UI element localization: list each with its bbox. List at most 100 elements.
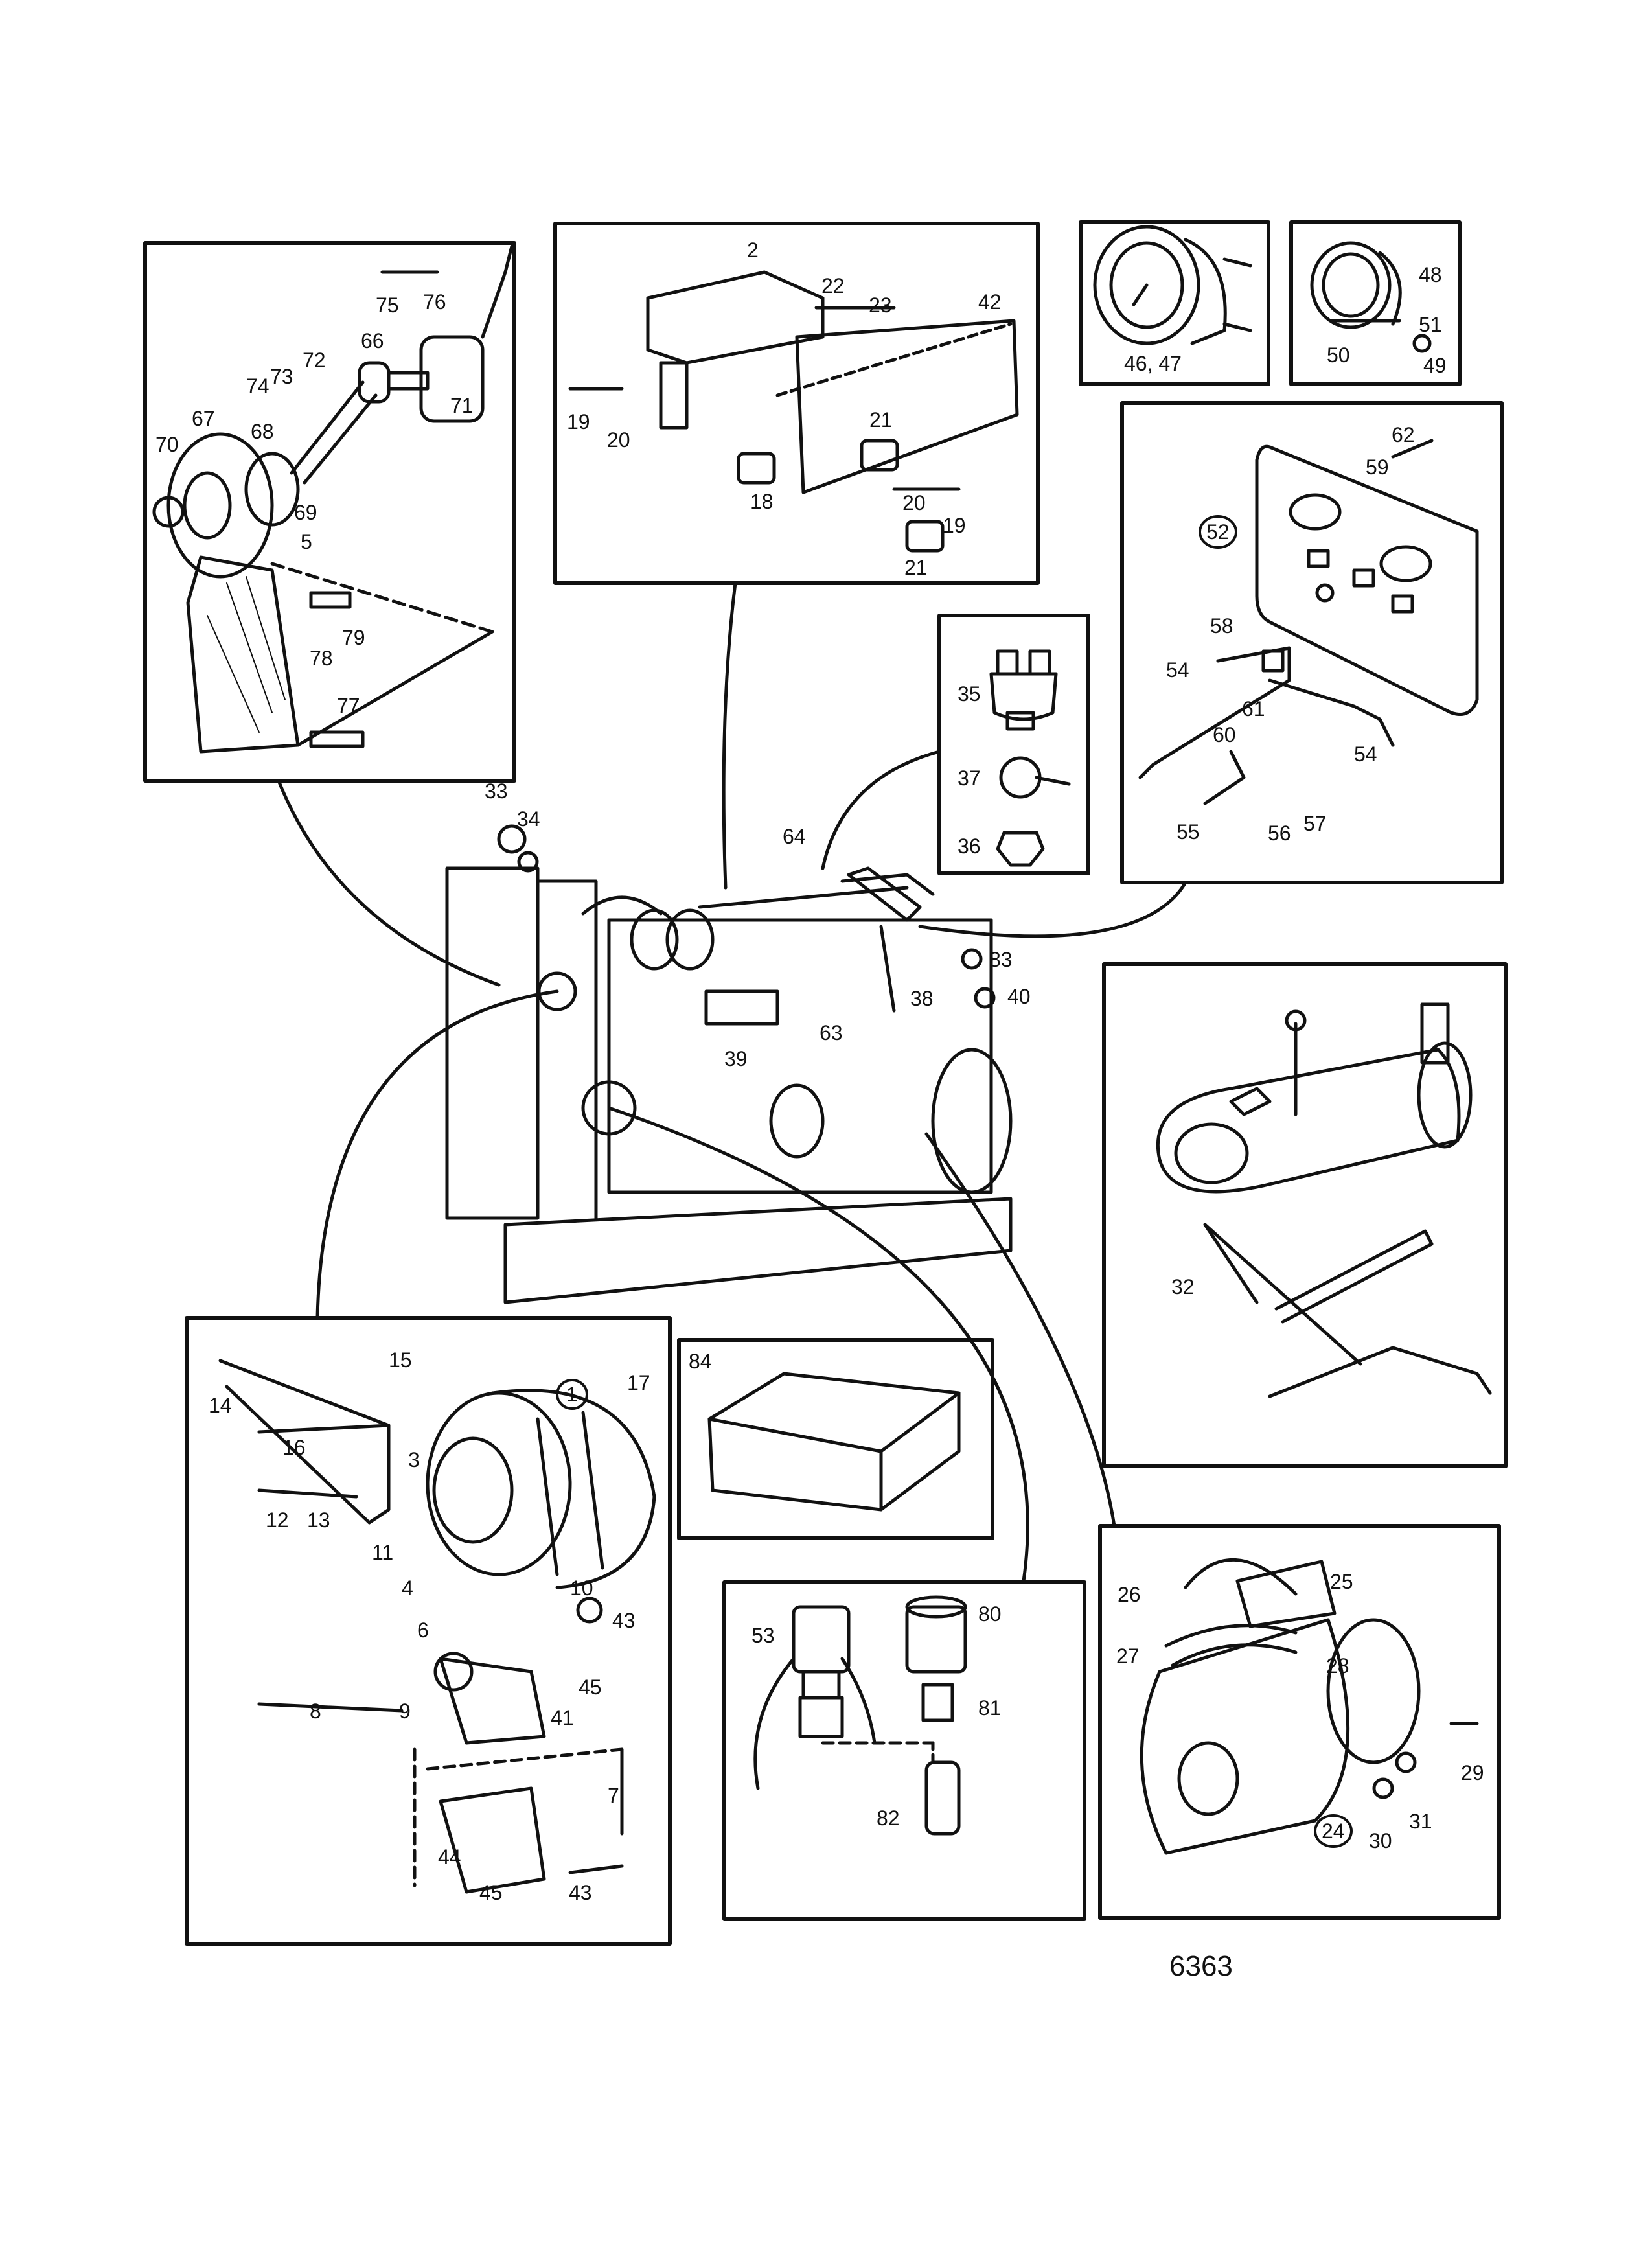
- part-label-circled: 1: [556, 1379, 588, 1410]
- part-label: 29: [1461, 1761, 1484, 1784]
- part-label: 62: [1392, 423, 1415, 446]
- part-label: 54: [1166, 658, 1189, 682]
- part-label: 82: [877, 1806, 900, 1830]
- part-label: 81: [978, 1696, 1002, 1720]
- part-label: 28: [1326, 1654, 1349, 1678]
- part-label: 77: [337, 694, 360, 717]
- part-label: 64: [783, 825, 806, 848]
- part-label: 55: [1176, 820, 1200, 844]
- small-gauge-drawing: [1310, 241, 1432, 353]
- part-label: 30: [1369, 1829, 1392, 1852]
- part-label: 20: [902, 491, 926, 514]
- fan-drive-panel-frame: [143, 241, 516, 783]
- part-label: 14: [209, 1394, 232, 1417]
- part-label: 78: [310, 647, 333, 670]
- filter-housing-panel-frame: [1098, 1524, 1501, 1920]
- part-label: 66: [361, 329, 384, 352]
- instrument-panel-drawing: [1138, 439, 1479, 805]
- part-label: 84: [689, 1350, 712, 1373]
- part-label: 56: [1268, 822, 1291, 845]
- part-label: 83: [989, 948, 1013, 971]
- part-label: 53: [751, 1624, 775, 1647]
- part-label: 13: [307, 1508, 330, 1532]
- part-label: 36: [958, 835, 981, 858]
- part-label: 63: [820, 1021, 843, 1044]
- tachometer-gauge-drawing: [1093, 225, 1252, 345]
- starter-motor-drawing: [1156, 1002, 1492, 1398]
- part-label: 45: [479, 1881, 503, 1904]
- alternator-panel-frame: [185, 1316, 672, 1946]
- part-label: 26: [1118, 1583, 1141, 1606]
- part-label: 11: [372, 1541, 394, 1564]
- part-label: 72: [303, 349, 326, 372]
- part-label: 50: [1327, 343, 1350, 367]
- part-label: 38: [910, 987, 934, 1010]
- mounting-plate-panel-frame: [553, 222, 1040, 585]
- part-label: 20: [607, 428, 630, 452]
- part-label: 23: [869, 294, 892, 317]
- gauge-panel-frame: [1079, 220, 1270, 386]
- part-label: 5: [301, 530, 312, 553]
- part-label: 19: [943, 514, 966, 537]
- part-label: 43: [612, 1609, 636, 1632]
- part-label: 33: [485, 779, 508, 803]
- part-label: 22: [821, 274, 845, 297]
- part-label: 12: [266, 1508, 289, 1532]
- part-label: 37: [958, 767, 981, 790]
- part-label: 71: [450, 394, 474, 417]
- tacho-sensor-panel-frame: [722, 1580, 1086, 1921]
- part-label: 48: [1419, 263, 1442, 286]
- part-label: 60: [1213, 723, 1236, 746]
- sender-detail-panel-frame: [937, 614, 1090, 875]
- part-label: 41: [551, 1706, 574, 1729]
- part-label: 21: [904, 556, 928, 579]
- part-label: 3: [408, 1448, 420, 1471]
- part-label: 75: [376, 294, 399, 317]
- part-label: 35: [958, 682, 981, 706]
- part-label: 61: [1242, 697, 1265, 721]
- part-label: 45: [579, 1676, 602, 1699]
- part-label: 46, 47: [1124, 352, 1182, 375]
- part-label: 57: [1303, 812, 1327, 835]
- small-gauge-panel-frame: [1289, 220, 1462, 386]
- part-label: 68: [251, 420, 274, 443]
- part-label: 59: [1366, 456, 1389, 479]
- part-label: 4: [402, 1576, 413, 1600]
- part-label: 9: [399, 1700, 411, 1723]
- leader-lines: [277, 581, 1187, 1583]
- tacho-sensor-drawing: [753, 1595, 967, 1836]
- part-label: 67: [192, 407, 215, 430]
- figure-reference-number: 6363: [1169, 1950, 1233, 1982]
- part-label-circled: 24: [1314, 1814, 1353, 1848]
- part-label: 54: [1354, 743, 1377, 766]
- part-label: 51: [1419, 313, 1442, 336]
- part-label: 80: [978, 1602, 1002, 1626]
- starter-motor-panel-frame: [1102, 962, 1508, 1468]
- part-label: 74: [246, 375, 270, 398]
- part-label: 39: [724, 1047, 748, 1070]
- part-label: 18: [750, 490, 774, 513]
- part-label: 31: [1409, 1810, 1432, 1833]
- part-label: 17: [627, 1371, 650, 1394]
- part-label: 27: [1116, 1644, 1140, 1668]
- part-label: 10: [570, 1576, 593, 1600]
- sender-drawing: [989, 649, 1071, 867]
- part-label: 16: [282, 1436, 306, 1459]
- part-label: 42: [978, 290, 1002, 314]
- part-label: 2: [747, 238, 759, 262]
- part-label: 21: [869, 408, 893, 432]
- part-label: 43: [569, 1881, 592, 1904]
- part-label: 19: [567, 410, 590, 433]
- part-label: 34: [517, 807, 540, 831]
- part-label: 79: [342, 626, 365, 649]
- part-label: 32: [1171, 1275, 1195, 1298]
- part-label: 8: [310, 1700, 321, 1723]
- part-label: 69: [294, 501, 317, 524]
- relay-box-panel-frame: [677, 1338, 994, 1540]
- part-label: 58: [1210, 614, 1233, 638]
- mounting-plate-drawing: [568, 270, 1019, 553]
- part-label: 73: [270, 365, 293, 388]
- part-label-circled: 52: [1199, 515, 1237, 549]
- part-label: 49: [1423, 354, 1447, 377]
